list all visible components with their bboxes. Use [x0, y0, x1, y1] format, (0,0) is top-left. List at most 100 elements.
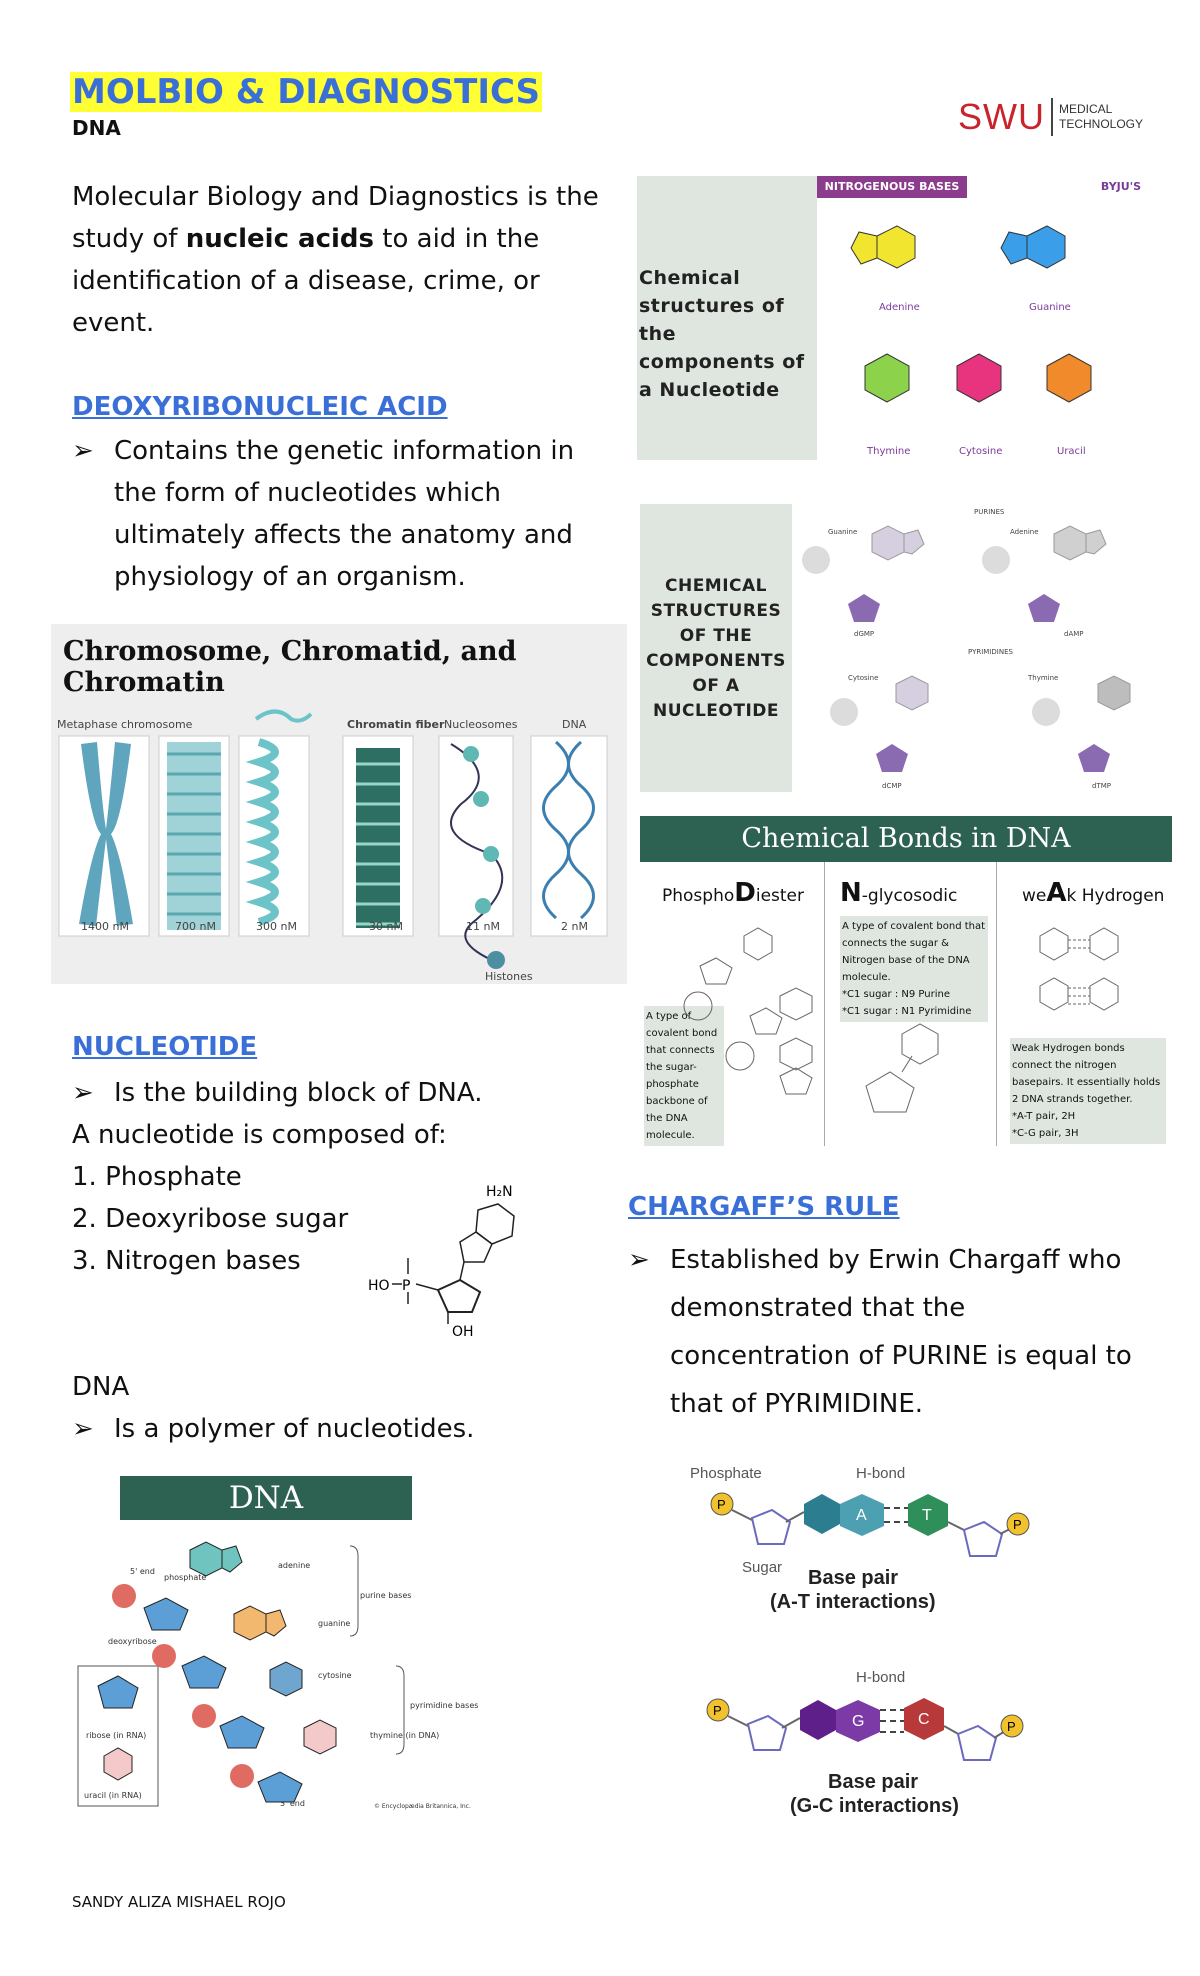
base-uracil: Uracil	[1057, 446, 1086, 457]
bonds-divider	[824, 862, 825, 1146]
component-sugar: 2. Deoxyribose sugar	[72, 1204, 349, 1234]
guanine-ring	[836, 1700, 880, 1742]
label-dtmp: dTMP	[1092, 782, 1111, 790]
bases-figure: Chemical structures of the components of…	[637, 176, 1147, 460]
scale-300: 300 nM	[256, 920, 297, 933]
label-pyrimidine: pyrimidine bases	[410, 1701, 478, 1710]
base-adenine: Adenine	[879, 302, 920, 313]
at-subtitle: (A-T interactions)	[770, 1591, 936, 1613]
chargaff-heading: CHARGAFF’S RULE	[628, 1192, 900, 1222]
dna-structure-diagram: 5' end phosphate adenine purine bases gu…	[77, 1541, 478, 1810]
intro-bold: nucleic acids	[185, 224, 375, 254]
label-purine: purine bases	[360, 1591, 411, 1600]
dna-bullet: ➢ Contains the genetic information in th…	[72, 430, 592, 598]
dna-helix	[542, 740, 570, 920]
chromosome-shape	[79, 742, 133, 926]
nucleotide-bullet: ➢ Is the building block of DNA.	[72, 1072, 592, 1114]
col-hydrogen-note: Weak Hydrogen bonds connect the nitrogen…	[1010, 1038, 1166, 1144]
arrow-icon: ➢	[72, 1414, 94, 1444]
label-thymine-base: Thymine	[1027, 674, 1058, 682]
col-hydrogen-title: weAk Hydrogen	[1022, 878, 1165, 908]
purine-ring	[804, 1494, 840, 1534]
at-sugar-label: Sugar	[742, 1559, 782, 1576]
sugar-right	[956, 1724, 998, 1761]
label-guanine-base: Guanine	[828, 528, 857, 536]
page-title: MOLBIO & DIAGNOSTICS	[70, 72, 543, 112]
col-glycosidic-note: A type of covalent bond that connects th…	[840, 916, 988, 1022]
nucleotide-composed: A nucleotide is composed of:	[72, 1120, 447, 1150]
label-thymine: thymine (in DNA)	[370, 1731, 439, 1740]
label-5end: 5' end	[130, 1567, 155, 1576]
chromatin-fiber-shape	[356, 748, 400, 928]
arrow-icon: ➢	[628, 1245, 650, 1275]
label-cytosine: cytosine	[318, 1671, 352, 1680]
components-panel: CHEMICAL STRUCTURES OF THE COMPONENTS OF…	[640, 504, 792, 792]
bases-drawings: Adenine Guanine Thymine Cytosine Uracil	[850, 225, 1092, 457]
dna-polymer-bullet: ➢ Is a polymer of nucleotides.	[72, 1408, 592, 1450]
logo-divider	[1051, 98, 1053, 136]
arrow-icon: ➢	[72, 436, 94, 466]
cytosine-ring	[904, 1698, 944, 1740]
at-hbond-label: H-bond	[856, 1465, 905, 1482]
gc-diagram: H-bond P G C P Base pair (G-C interactio…	[706, 1669, 1024, 1817]
bonds-banner: Chemical Bonds in DNA	[640, 816, 1172, 862]
nucleosome	[463, 746, 479, 762]
bonds-divider	[996, 862, 997, 1146]
swu-logo: SWU MEDICAL TECHNOLOGY	[958, 96, 1143, 138]
label-dgmp: dGMP	[854, 630, 874, 638]
scale-1400: 1400 nM	[81, 920, 129, 933]
logo-main: SWU	[958, 96, 1045, 137]
guanine-letter: G	[852, 1713, 864, 1730]
label-purines: PURINES	[974, 508, 1005, 516]
scale-30: 30 nM	[369, 920, 403, 933]
nucleosome	[483, 846, 499, 862]
chromosome-illustration: Metaphase chromosome Chromatin fiber Nuc…	[57, 709, 608, 983]
label-adenine: adenine	[278, 1561, 310, 1570]
label-metaphase: Metaphase chromosome	[57, 718, 193, 731]
base-pair-gc: H-bond P G C P Base pair (G-C interactio…	[690, 1664, 1050, 1834]
nucleosome	[475, 898, 491, 914]
label-dcmp: dCMP	[882, 782, 902, 790]
footer-author: SANDY ALIZA MISHAEL ROJO	[72, 1893, 286, 1911]
label-ribose: ribose (in RNA)	[86, 1731, 146, 1740]
at-diagram: Phosphate H-bond P A T P Sugar Base pair…	[690, 1465, 1030, 1613]
gc-p-left: P	[713, 1703, 722, 1718]
gc-title: Base pair	[828, 1771, 918, 1793]
nh2-label: H₂N	[486, 1184, 513, 1200]
gc-subtitle: (G-C interactions)	[790, 1795, 959, 1817]
base-pair-at: Phosphate H-bond P A T P Sugar Base pair…	[680, 1460, 1040, 1630]
col-glycosidic-title: N-glycosodic	[840, 878, 958, 908]
nucleotide-structure: H₂N HO P OH	[368, 1184, 515, 1340]
at-title: Base pair	[808, 1567, 898, 1589]
chromosome-figure-title: Chromosome, Chromatid, and Chromatin	[63, 636, 517, 698]
label-histones: Histones	[485, 970, 533, 983]
col-phosphodiester-title: PhosphoDiester	[662, 878, 804, 908]
scale-11: 11 nM	[466, 920, 500, 933]
thymine-ring	[908, 1494, 948, 1536]
arrow-icon: ➢	[72, 1078, 94, 1108]
scale-2: 2 nM	[561, 920, 588, 933]
col-phosphodiester-note: A type of covalent bond that connects th…	[644, 1006, 724, 1146]
purine-ring	[800, 1700, 836, 1740]
base-thymine: Thymine	[866, 446, 910, 457]
sugar-right	[962, 1520, 1004, 1557]
label-dna: DNA	[562, 718, 587, 731]
cytosine-letter: C	[918, 1711, 930, 1728]
intro-paragraph: Molecular Biology and Diagnostics is the…	[72, 182, 599, 338]
label-adenine-base: Adenine	[1010, 528, 1039, 536]
sugar-left	[750, 1508, 792, 1545]
components-drawings: PURINES PYRIMIDINES Guanine Adenine Cyto…	[802, 508, 1131, 790]
label-chromatin-fiber: Chromatin fiber	[347, 718, 445, 731]
bases-panel-text: Chemical structures of the components of…	[639, 267, 805, 401]
adenine-ring	[840, 1494, 884, 1536]
chromosome-figure: Chromosome, Chromatid, and Chromatin Met…	[51, 624, 627, 984]
component-phosphate: 1. Phosphate	[72, 1162, 242, 1192]
base-cytosine: Cytosine	[959, 446, 1002, 457]
label-damp: dAMP	[1064, 630, 1084, 638]
base-guanine: Guanine	[1029, 302, 1071, 313]
label-uracil: uracil (in RNA)	[84, 1791, 142, 1800]
label-deoxyribose: deoxyribose	[108, 1637, 157, 1646]
gc-p-right: P	[1007, 1719, 1016, 1734]
bases-chart: NITROGENOUS BASES BYJU'S Adenine Guanine…	[817, 176, 1147, 460]
bases-banner: NITROGENOUS BASES	[817, 176, 967, 198]
